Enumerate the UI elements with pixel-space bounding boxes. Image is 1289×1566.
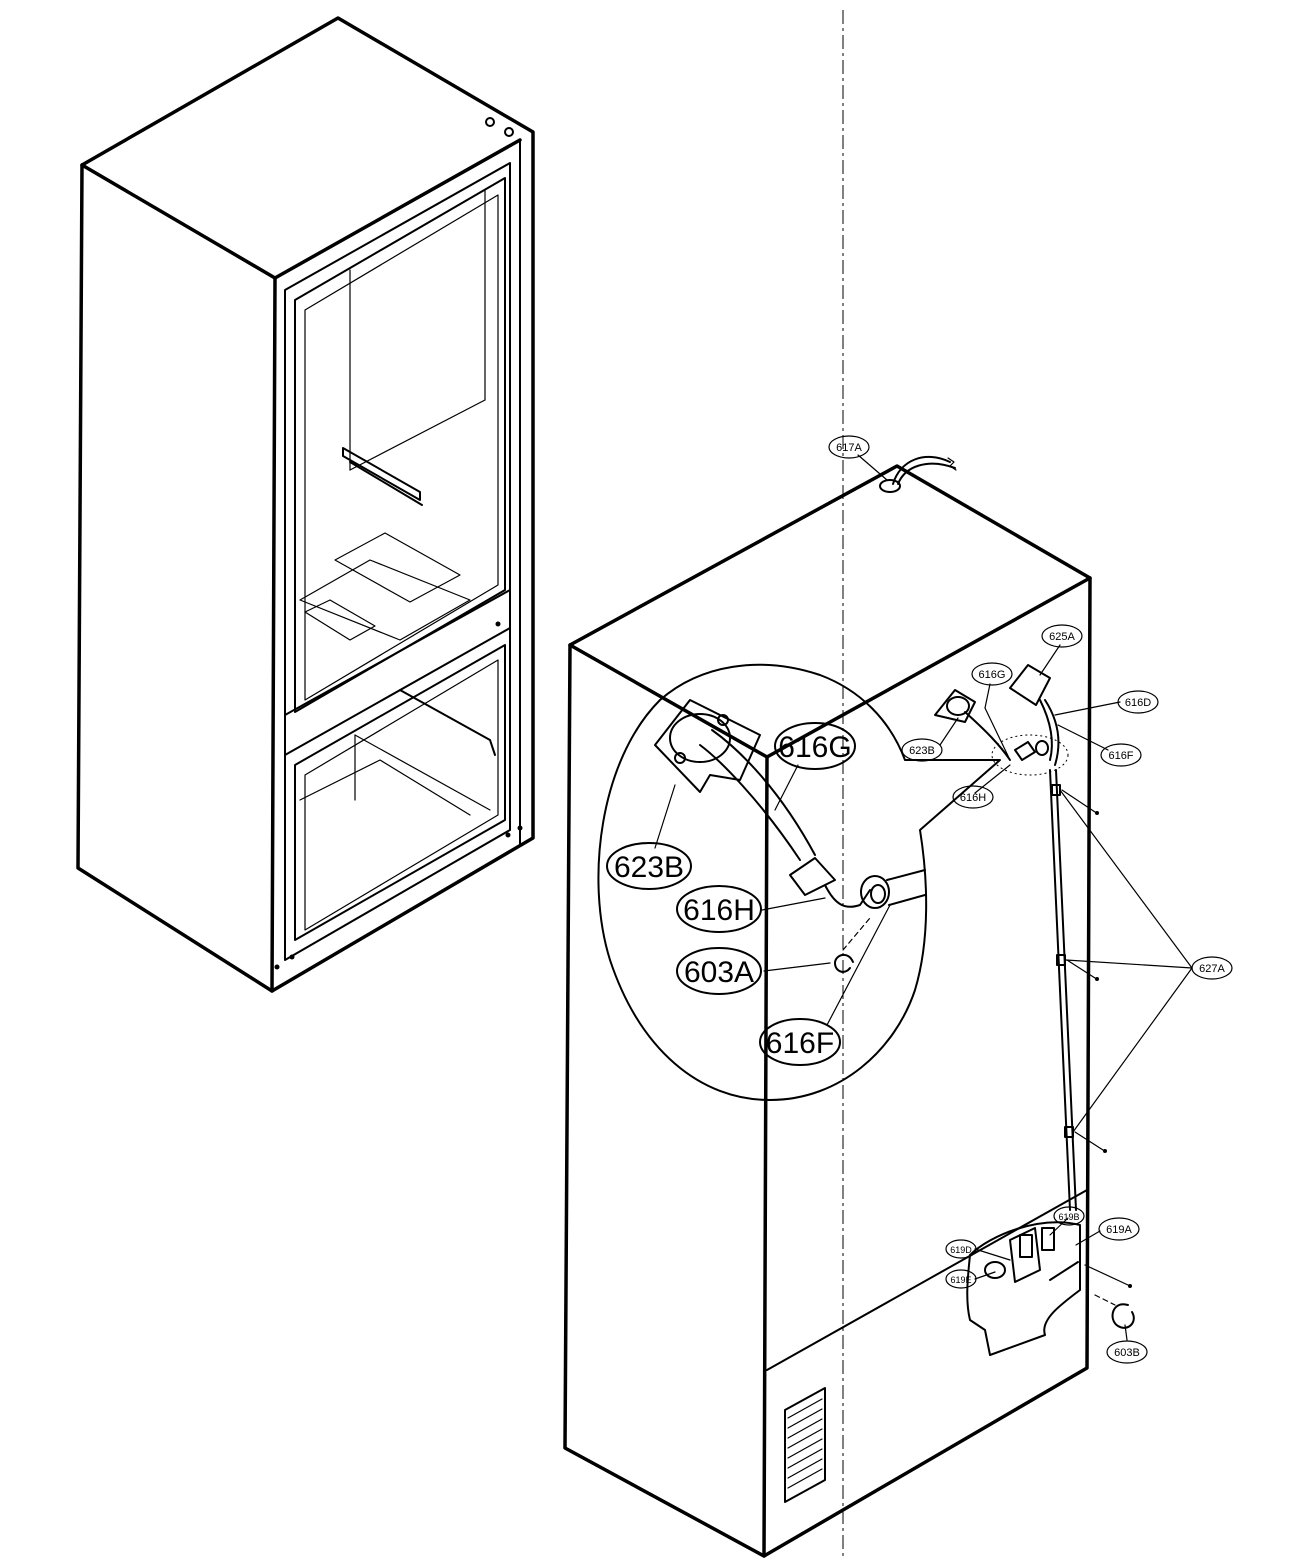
callout-616G-big: 616G xyxy=(774,722,856,770)
callout-623B-big-text: 623B xyxy=(614,851,684,884)
callout-616F-big: 616F xyxy=(759,1018,841,1066)
callout-616F-small-text: 616F xyxy=(1108,750,1133,762)
callout-603B-text: 603B xyxy=(1114,1347,1140,1359)
callout-616F-small: 616F xyxy=(1100,743,1142,767)
callout-619A-text: 619A xyxy=(1106,1224,1132,1236)
callout-617A: 617A xyxy=(828,435,870,459)
callout-619B-text: 619B xyxy=(1058,1212,1079,1222)
leader-lines xyxy=(654,454,1193,1341)
callout-619D: 619D xyxy=(945,1239,977,1259)
callout-616H-big: 616H xyxy=(676,885,762,933)
callout-617A-text: 617A xyxy=(836,442,862,454)
callout-616F-big-text: 616F xyxy=(766,1027,834,1060)
callout-616G-small-text: 616G xyxy=(979,669,1006,681)
callout-616H-small-text: 616H xyxy=(960,792,986,804)
detail-bubble xyxy=(597,663,1001,1101)
callout-627A-text: 627A xyxy=(1199,963,1225,975)
callout-619A: 619A xyxy=(1098,1217,1140,1241)
cabinet-front-view xyxy=(76,16,535,993)
callout-625A-text: 625A xyxy=(1049,631,1075,643)
callout-619D-text: 619D xyxy=(950,1245,972,1255)
callout-623B-big: 623B xyxy=(606,842,692,890)
callout-616H-small: 616H xyxy=(952,785,994,809)
callout-616G-small: 616G xyxy=(971,662,1013,686)
cabinet-rear-view xyxy=(563,456,1092,1558)
callout-603A-big-text: 603A xyxy=(684,956,754,989)
callout-603B: 603B xyxy=(1106,1340,1148,1364)
vent-grille xyxy=(784,1387,826,1503)
callout-616D-text: 616D xyxy=(1125,697,1151,709)
callout-619E: 619E xyxy=(945,1269,977,1289)
callout-616H-big-text: 616H xyxy=(683,894,755,927)
callout-603A-big: 603A xyxy=(676,947,762,995)
rear-components xyxy=(934,664,1135,1356)
callout-625A: 625A xyxy=(1041,624,1083,648)
callout-623B-small-text: 623B xyxy=(909,745,935,757)
callout-627A: 627A xyxy=(1191,956,1233,980)
callout-616D: 616D xyxy=(1117,690,1159,714)
callout-616G-big-text: 616G xyxy=(778,731,851,764)
callout-619B: 619B xyxy=(1053,1206,1085,1226)
callout-619E-text: 619E xyxy=(950,1275,971,1285)
callout-623B-small: 623B xyxy=(901,738,943,762)
